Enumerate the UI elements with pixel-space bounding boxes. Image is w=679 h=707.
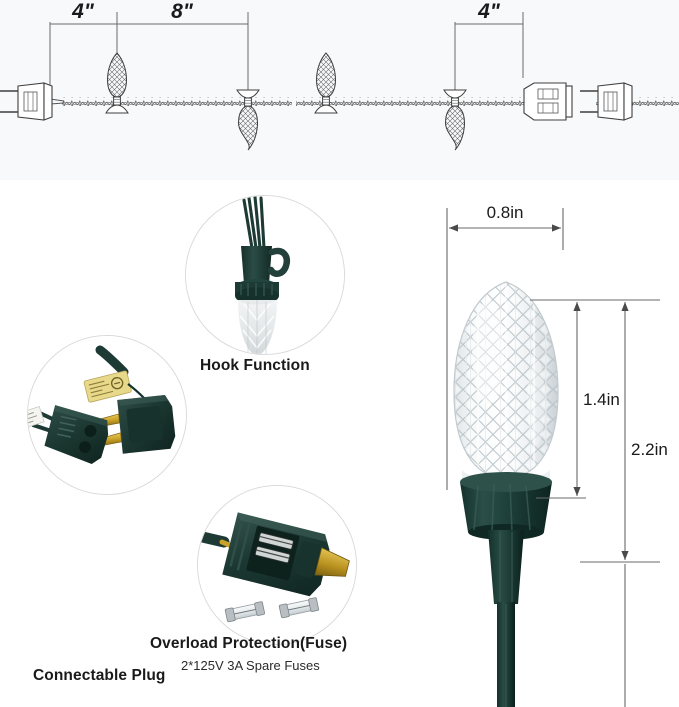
connectable-plug-caption: Connectable Plug: [33, 667, 166, 684]
hook-function-inset: [185, 195, 345, 355]
connectable-plug-inset: [27, 335, 187, 495]
dimension-lines: [49, 12, 524, 106]
bulb-dimension-lines: [446, 208, 660, 707]
features-section: Hook Function: [0, 180, 679, 707]
overload-protection-caption: Overload Protection(Fuse): [150, 635, 348, 652]
bulb-measurement-diagram: 0.8in 1.4in 2.2in: [420, 190, 679, 707]
dimension-label-bulb-spacing: 8": [171, 0, 194, 23]
overload-protection-inset: [197, 485, 357, 645]
twisted-wire: [49, 97, 679, 106]
string-light-spacing-schematic: 4" 8" 4": [0, 0, 679, 180]
hook-function-caption: Hook Function: [200, 357, 310, 374]
bulb-total-height-label: 2.2in: [631, 440, 668, 459]
bulb-width-label: 0.8in: [487, 203, 524, 222]
bulb-height-label: 1.4in: [583, 390, 620, 409]
dimension-label-lead-left: 4": [71, 0, 95, 23]
female-end-connector: [523, 82, 573, 121]
next-string-male-plug: [580, 82, 633, 121]
spare-fuse: [224, 601, 265, 623]
dimension-label-lead-right: 4": [477, 0, 501, 23]
overload-protection-subcaption: 2*125V 3A Spare Fuses: [181, 658, 320, 673]
male-plug: [0, 82, 53, 121]
spare-fuse: [278, 597, 319, 619]
